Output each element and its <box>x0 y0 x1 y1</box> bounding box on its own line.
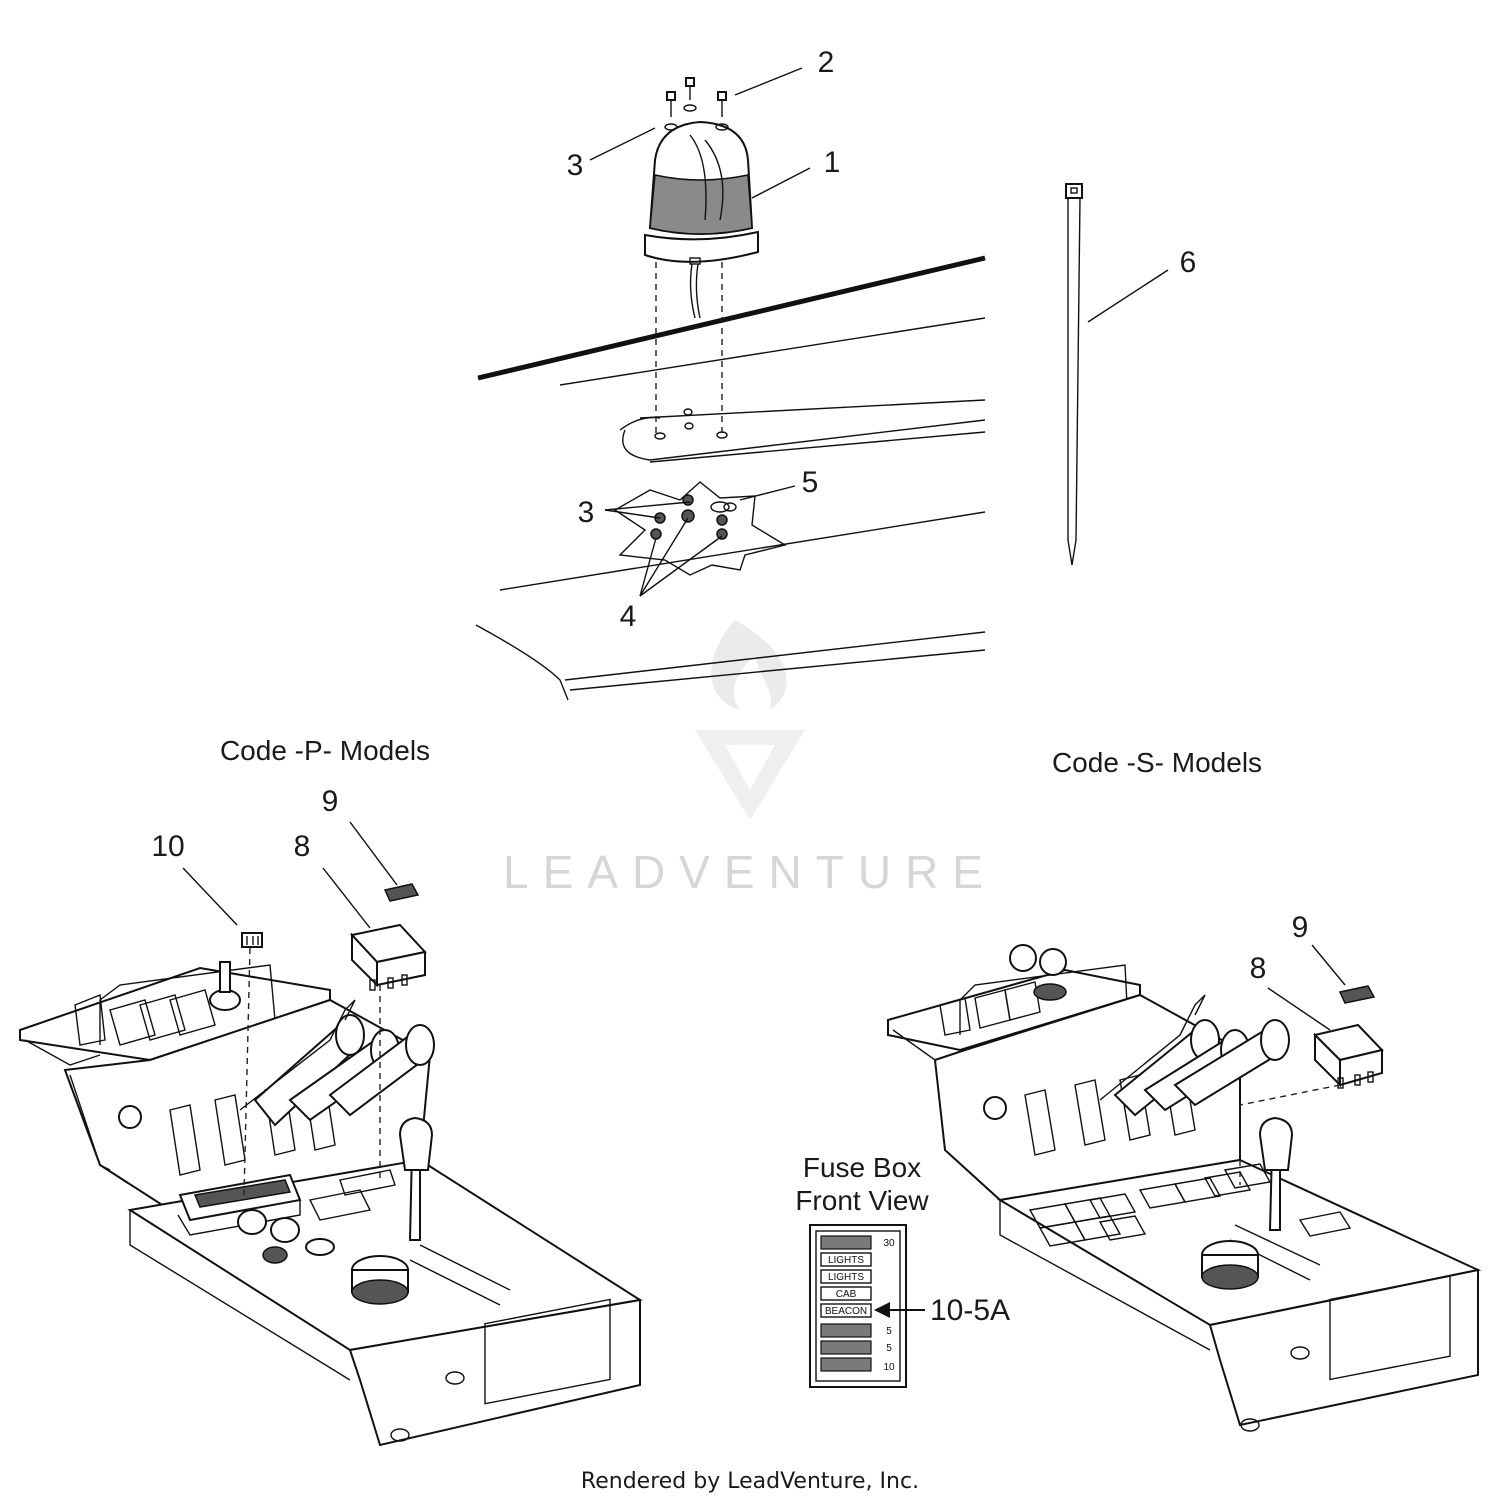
callout-4: 4 <box>620 600 637 633</box>
callout-10-5a: 10-5A <box>930 1294 1010 1327</box>
leader-line <box>1311 944 1346 986</box>
rocker-switch-p <box>350 923 427 991</box>
fuse-box-subtitle: Front View <box>795 1185 929 1216</box>
section-title-code-p: Code -P- Models <box>220 735 430 766</box>
leader-line <box>349 821 398 886</box>
rocker-switch-s <box>1313 1023 1384 1089</box>
screw <box>664 91 678 131</box>
section-title-code-s: Code -S- Models <box>1052 747 1262 778</box>
fuse-rating: 10 <box>883 1362 895 1373</box>
leader-line <box>1239 1084 1341 1106</box>
watermark-text: LEADVENTURE <box>503 846 997 898</box>
footer-credit: Rendered by LeadVenture, Inc. <box>581 1469 919 1494</box>
cable-tie <box>1065 183 1083 566</box>
fuse-p <box>241 932 263 948</box>
leader-line <box>1267 987 1331 1031</box>
callout-8: 8 <box>294 830 311 863</box>
leader-line <box>322 867 371 929</box>
callout-10: 10 <box>151 830 184 863</box>
callout-3: 3 <box>567 149 584 182</box>
switch-cover-s <box>1338 985 1376 1004</box>
callout-9: 9 <box>1292 911 1309 944</box>
leader-lines <box>589 67 1169 597</box>
switch-cover-p <box>383 883 420 902</box>
watermark-logo <box>695 620 805 820</box>
fuse-label: LIGHTS <box>828 1255 864 1266</box>
console-code-p <box>19 883 643 1447</box>
callout-2: 2 <box>818 46 835 79</box>
callout-3: 3 <box>578 496 595 529</box>
fuse-label: BEACON <box>825 1306 867 1317</box>
fuse-rating: 5 <box>886 1326 892 1337</box>
fuse-box-title: Fuse Box <box>803 1152 921 1183</box>
fuse-rating: 30 <box>883 1238 895 1249</box>
screw <box>715 91 729 131</box>
screw <box>683 77 697 112</box>
callout-6: 6 <box>1180 246 1197 279</box>
fuse-label: CAB <box>836 1289 857 1300</box>
callout-9: 9 <box>322 785 339 818</box>
leader-line <box>182 867 238 926</box>
fuse-label: LIGHTS <box>828 1272 864 1283</box>
callout-1: 1 <box>824 146 841 179</box>
console-code-s <box>887 944 1482 1432</box>
beacon-light-assembly <box>475 77 986 701</box>
callout-8: 8 <box>1250 952 1267 985</box>
arrow-icon <box>874 1302 925 1318</box>
callout-5: 5 <box>802 466 819 499</box>
fuse-rating: 5 <box>886 1343 892 1354</box>
